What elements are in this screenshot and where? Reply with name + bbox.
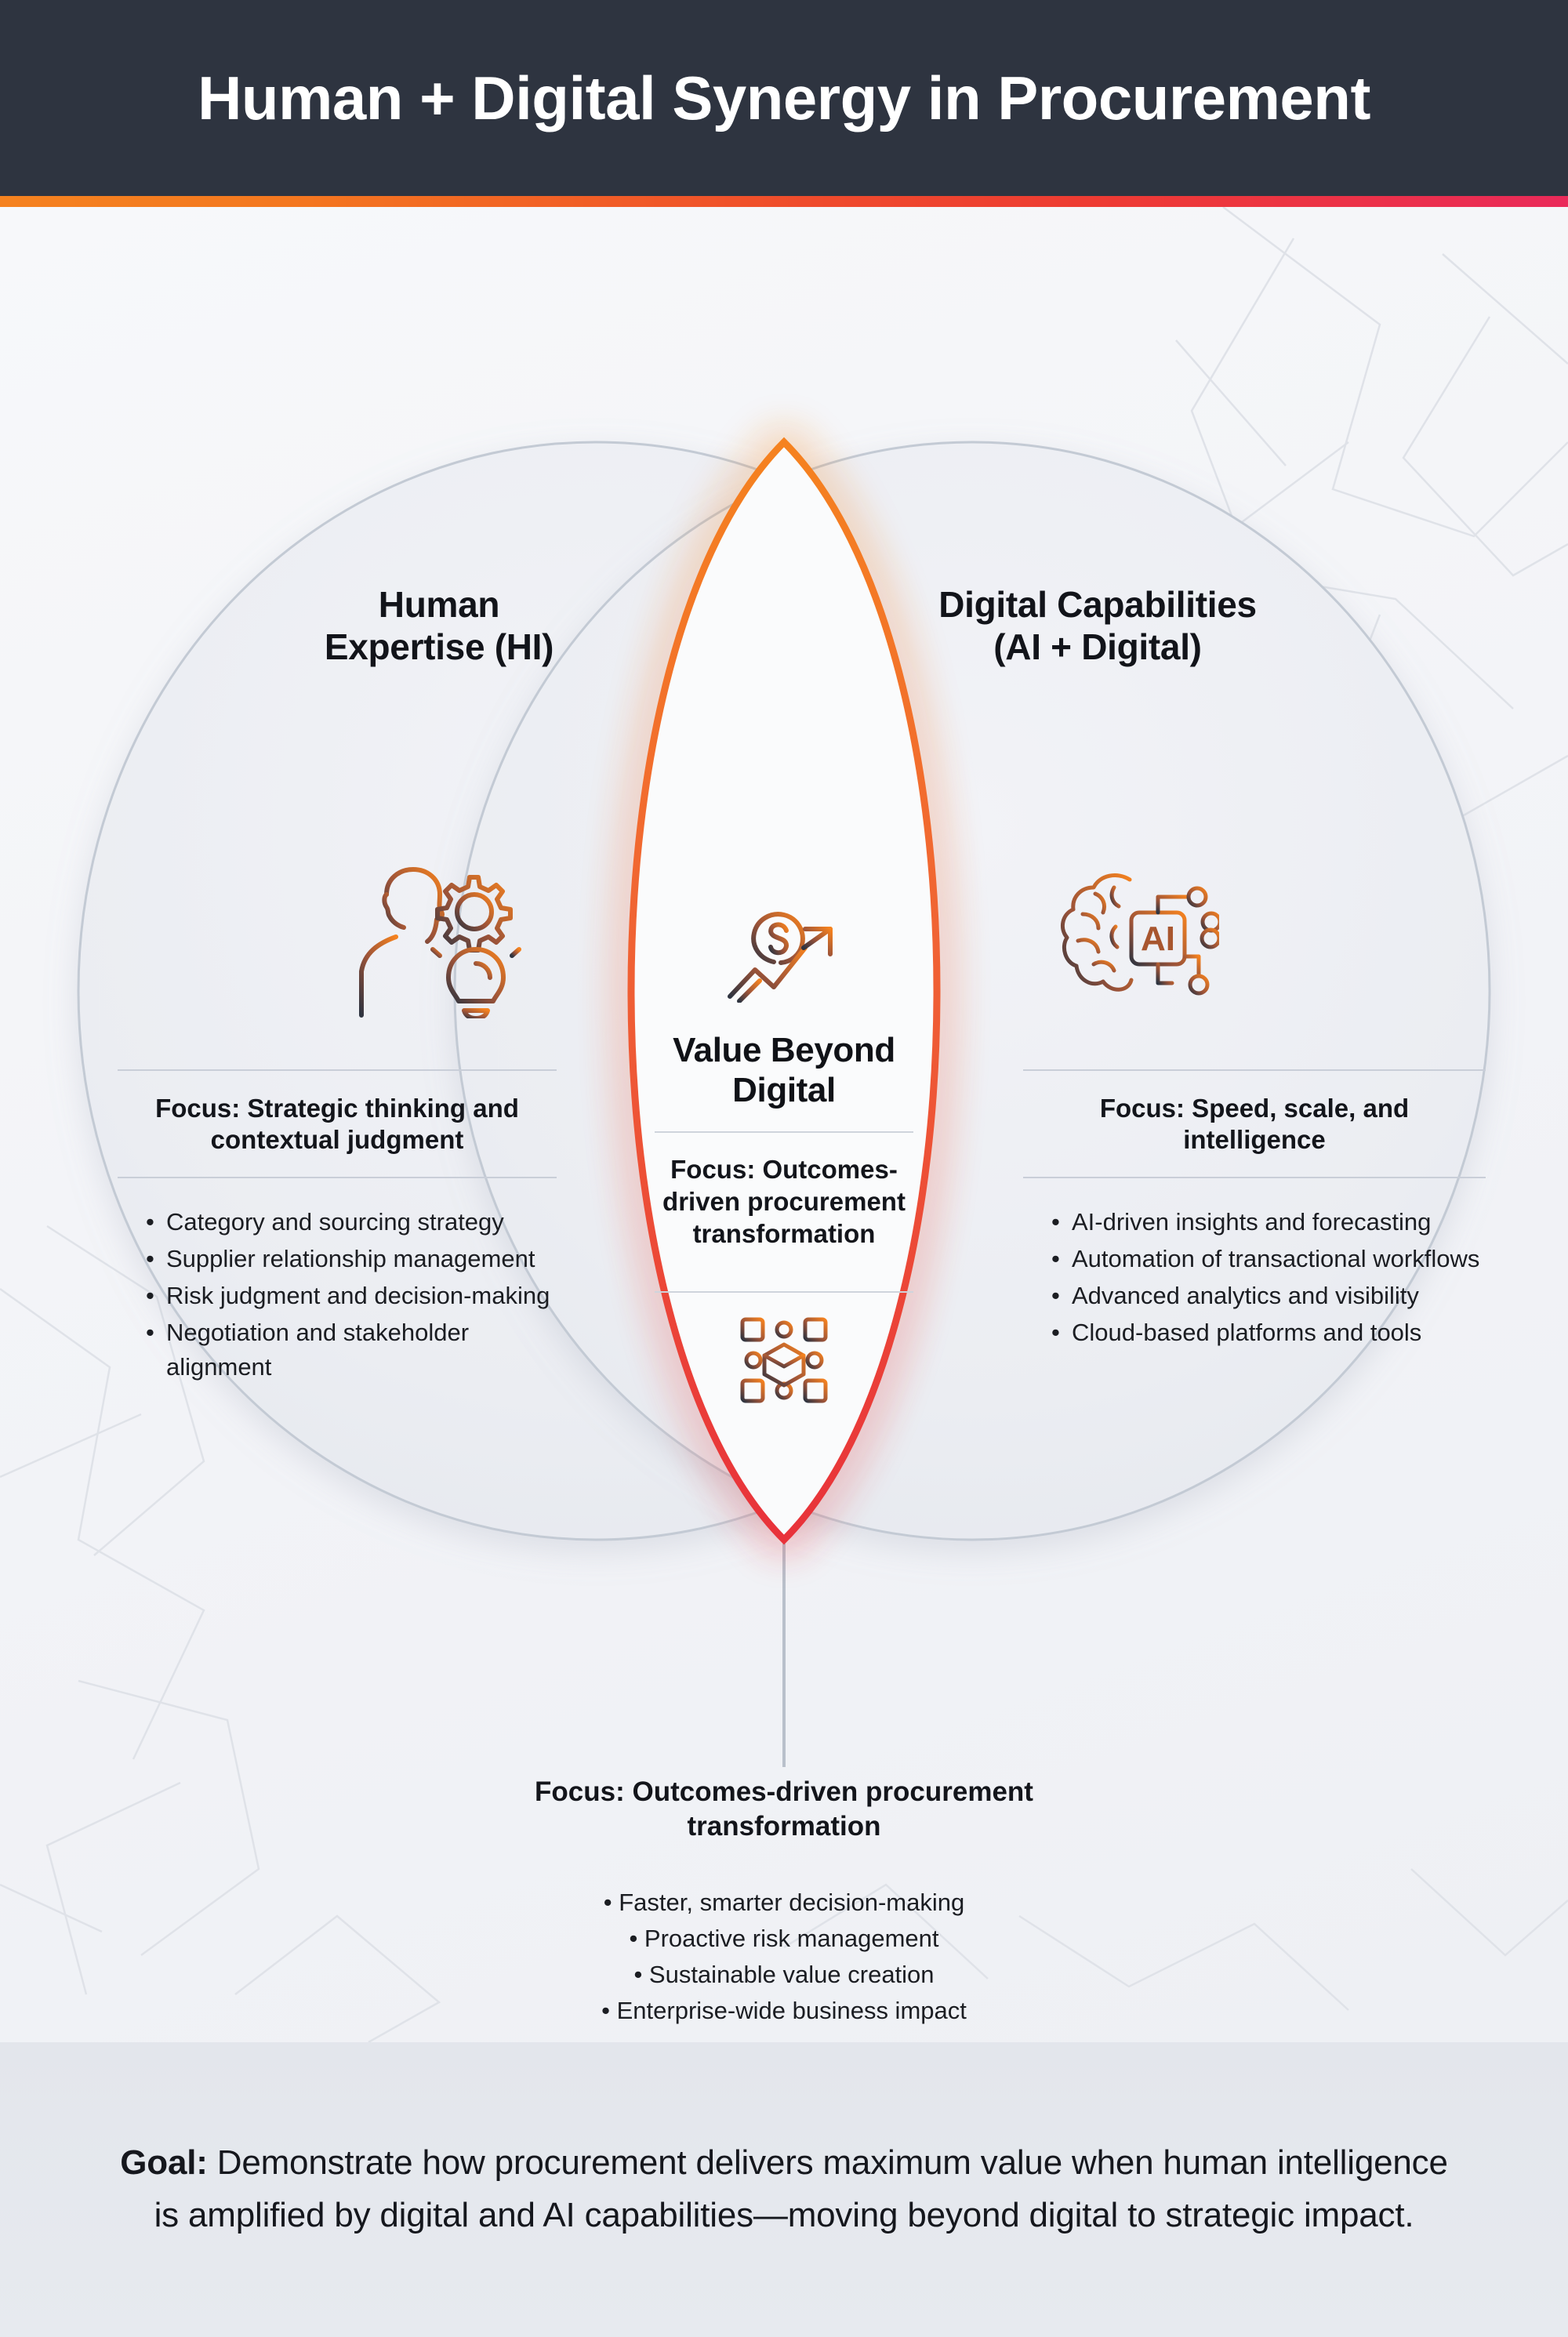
list-item: Sustainable value creation — [502, 1957, 1066, 1993]
left-circle-label-line2: Expertise (HI) — [324, 626, 554, 668]
left-divider-bottom — [118, 1176, 557, 1178]
lens-title-line2: Digital — [732, 1071, 836, 1110]
list-item: AI-driven insights and forecasting — [1051, 1205, 1486, 1239]
right-circle-label-line2: (AI + Digital) — [993, 626, 1202, 668]
lens-title: Value Beyond Digital — [643, 1030, 925, 1111]
left-divider-top — [118, 1069, 557, 1071]
list-item: Enterprise-wide business impact — [502, 1993, 1066, 2029]
right-divider-top — [1023, 1069, 1486, 1071]
person-gear-lightbulb-icon — [341, 862, 532, 1022]
left-focus-text: Focus: Strategic thinking and contextual… — [155, 1094, 519, 1155]
outcome-bullet-list: Faster, smarter decision-making Proactiv… — [502, 1885, 1066, 2029]
goal-footer: Goal: Demonstrate how procurement delive… — [0, 2042, 1568, 2337]
outcome-block: Focus: Outcomes-driven procurement trans… — [502, 1775, 1066, 2029]
venn-shapes — [77, 430, 1491, 1767]
right-circle-label: Digital Capabilities (AI + Digital) — [839, 583, 1356, 669]
list-item: Supplier relationship management — [146, 1242, 557, 1276]
goal-body: Demonstrate how procurement delivers max… — [154, 2143, 1448, 2234]
outcome-focus-text: Focus: Outcomes-driven procurement trans… — [535, 1776, 1033, 1842]
list-item: Cloud-based platforms and tools — [1051, 1315, 1486, 1350]
lens-focus-text: Focus: Outcomes-driven procurement trans… — [662, 1154, 906, 1249]
list-item: Category and sourcing strategy — [146, 1205, 557, 1239]
goal-label: Goal: — [120, 2143, 208, 2183]
page-title: Human + Digital Synergy in Procurement — [198, 63, 1370, 132]
lens-divider-bottom — [655, 1290, 913, 1293]
left-circle-label-line1: Human — [378, 584, 500, 625]
list-item: Negotiation and stakeholder alignment — [146, 1315, 557, 1384]
left-circle-label: Human Expertise (HI) — [220, 583, 659, 669]
ai-brain-circuit-icon: AI — [1054, 865, 1222, 1007]
list-item: Automation of transactional workflows — [1051, 1242, 1486, 1276]
right-panel: Focus: Speed, scale, and intelligence AI… — [1023, 1069, 1486, 1352]
lens-title-line1: Value Beyond — [673, 1031, 895, 1069]
left-bullet-list: Category and sourcing strategy Supplier … — [118, 1178, 557, 1384]
right-bullet-list: AI-driven insights and forecasting Autom… — [1023, 1178, 1486, 1350]
right-divider-bottom — [1023, 1176, 1486, 1178]
center-lens-content: Value Beyond Digital Focus: Outcomes-dri… — [643, 897, 925, 1403]
list-item: Proactive risk management — [502, 1921, 1066, 1957]
venn-diagram: Human Expertise (HI) Digital Capabilitie… — [0, 207, 1568, 2042]
goal-text: Goal: Demonstrate how procurement delive… — [110, 2137, 1458, 2242]
dollar-growth-arrow-icon — [643, 897, 925, 1014]
network-cube-icon — [643, 1293, 925, 1403]
right-circle-label-line1: Digital Capabilities — [938, 584, 1257, 625]
page-header: Human + Digital Synergy in Procurement — [0, 0, 1568, 196]
lens-divider-top — [655, 1130, 913, 1133]
left-panel: Focus: Strategic thinking and contextual… — [118, 1069, 557, 1387]
right-focus-text: Focus: Speed, scale, and intelligence — [1099, 1094, 1410, 1155]
svg-text:AI: AI — [1141, 920, 1175, 958]
list-item: Advanced analytics and visibility — [1051, 1279, 1486, 1313]
list-item: Faster, smarter decision-making — [502, 1885, 1066, 1921]
header-accent-bar — [0, 196, 1568, 207]
list-item: Risk judgment and decision-making — [146, 1279, 557, 1313]
